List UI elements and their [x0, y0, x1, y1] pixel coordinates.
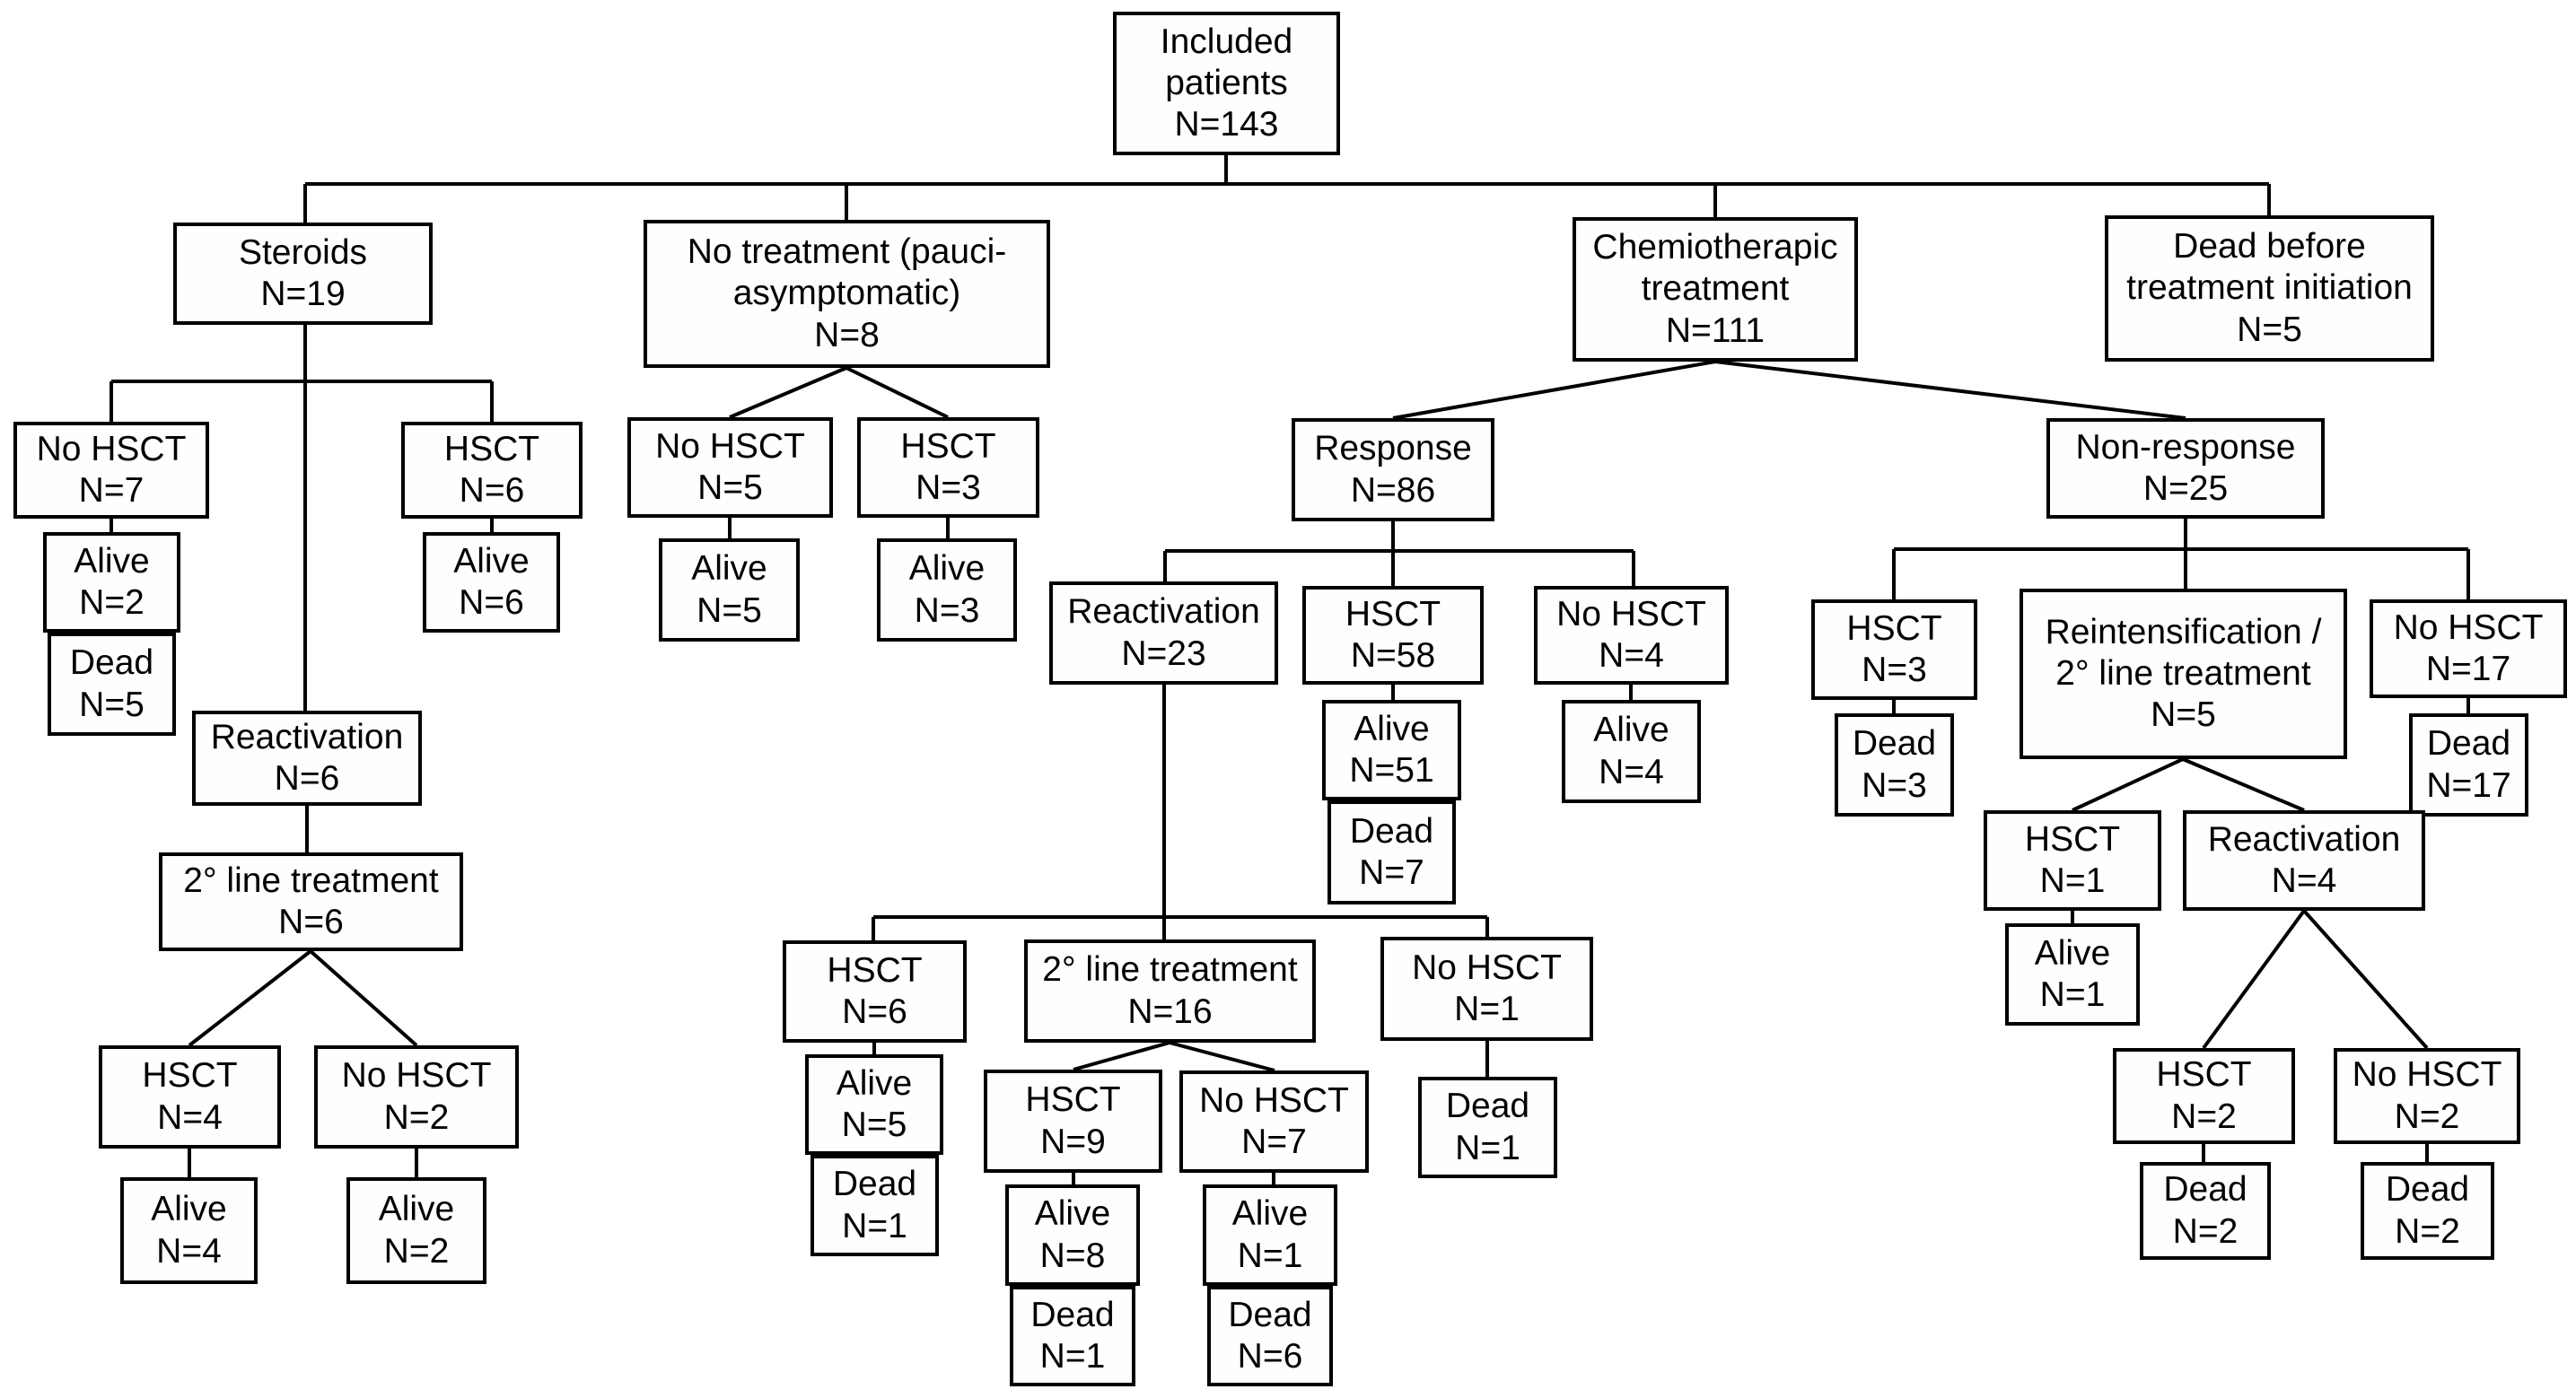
node-reactivation-2line-hsct-alive-8: Alive N=8 — [1005, 1184, 1140, 1286]
connector-line — [2182, 757, 2305, 812]
node-included-patients: Included patients N=143 — [1113, 12, 1340, 155]
node-non-response-hsct-3: HSCT N=3 — [1811, 599, 1977, 700]
connector-line — [1073, 1041, 1170, 1071]
node-reintensification-reactivation-4: Reactivation N=4 — [2183, 810, 2425, 911]
node-no-treatment-hsct-3: HSCT N=3 — [857, 417, 1039, 518]
node-reactivation-no-hsct-dead-1: Dead N=1 — [1418, 1077, 1557, 1178]
node-steroids-no-hsct-alive-2: Alive N=2 — [43, 532, 180, 633]
node-reactivation-hsct-dead-1: Dead N=1 — [810, 1155, 939, 1256]
connector-line — [1169, 1041, 1275, 1072]
node-steroids-hsct-6: HSCT N=6 — [401, 422, 583, 519]
node-steroids-no-hsct-7: No HSCT N=7 — [13, 422, 209, 519]
node-response-hsct-dead-7: Dead N=7 — [1327, 800, 1456, 904]
node-no-treatment: No treatment (pauci- asymptomatic) N=8 — [644, 220, 1050, 368]
node-non-response-25: Non-response N=25 — [2046, 418, 2325, 519]
node-steroids-2line-hsct-alive-4: Alive N=4 — [120, 1177, 258, 1284]
node-steroids-2line-hsct-4: HSCT N=4 — [99, 1045, 281, 1149]
node-steroids-2line-no-hsct-2: No HSCT N=2 — [314, 1045, 519, 1149]
node-reactivation-2line-no-hsct-7: No HSCT N=7 — [1179, 1070, 1369, 1173]
node-response-no-hsct-alive-4: Alive N=4 — [1562, 700, 1701, 803]
node-response-no-hsct-4: No HSCT N=4 — [1534, 586, 1729, 685]
node-reactivation4-no-hsct-2: No HSCT N=2 — [2334, 1048, 2520, 1144]
connector-line — [2302, 909, 2429, 1050]
node-reactivation-hsct-alive-5: Alive N=5 — [805, 1054, 943, 1155]
node-steroids-hsct-alive-6: Alive N=6 — [423, 532, 560, 633]
node-non-response-no-hsct-17: No HSCT N=17 — [2370, 599, 2567, 698]
node-reactivation-2line-no-hsct-alive-1: Alive N=1 — [1203, 1184, 1337, 1286]
node-no-treatment-no-hsct-5: No HSCT N=5 — [627, 417, 833, 518]
node-steroids-2line-treatment-6: 2° line treatment N=6 — [159, 852, 463, 951]
node-reintensification-hsct-1: HSCT N=1 — [1984, 810, 2161, 911]
node-response-86: Response N=86 — [1292, 418, 1494, 521]
node-chemiotherapic-treatment: Chemiotherapic treatment N=111 — [1573, 217, 1858, 362]
node-dead-before-treatment: Dead before treatment initiation N=5 — [2105, 215, 2434, 362]
node-steroids-no-hsct-dead-5: Dead N=5 — [48, 633, 176, 736]
node-non-response-hsct-dead-3: Dead N=3 — [1835, 713, 1954, 817]
node-reactivation4-no-hsct-dead-2: Dead N=2 — [2361, 1162, 2494, 1260]
node-reintensification-2line-5: Reintensification / 2° line treatment N=… — [2020, 589, 2347, 759]
node-reactivation-2line-hsct-9: HSCT N=9 — [984, 1070, 1162, 1173]
node-steroids-2line-no-hsct-alive-2: Alive N=2 — [346, 1177, 486, 1284]
connector-line — [1714, 360, 2186, 420]
node-reactivation-no-hsct-1: No HSCT N=1 — [1380, 937, 1593, 1041]
connector-line — [1392, 360, 1716, 420]
node-reactivation4-hsct-2: HSCT N=2 — [2113, 1048, 2295, 1144]
node-reintensification-hsct-alive-1: Alive N=1 — [2005, 923, 2140, 1026]
node-reactivation-2line-no-hsct-dead-6: Dead N=6 — [1207, 1286, 1333, 1386]
connector-line — [2072, 757, 2184, 812]
node-response-hsct-58: HSCT N=58 — [1302, 586, 1484, 685]
node-reactivation-2line-treatment-16: 2° line treatment N=16 — [1024, 939, 1316, 1043]
node-steroids: Steroids N=19 — [173, 223, 433, 325]
connector-line — [2202, 909, 2306, 1050]
node-no-treatment-hsct-alive-3: Alive N=3 — [877, 538, 1017, 642]
node-non-response-no-hsct-dead-17: Dead N=17 — [2409, 713, 2528, 817]
connector-line — [188, 949, 312, 1047]
connector-line — [309, 949, 418, 1047]
node-reactivation-hsct-6: HSCT N=6 — [783, 940, 967, 1043]
connector-line — [729, 366, 847, 419]
connector-line — [846, 366, 949, 419]
node-no-treatment-no-hsct-alive-5: Alive N=5 — [659, 538, 800, 642]
node-response-hsct-alive-51: Alive N=51 — [1322, 700, 1461, 800]
node-reactivation4-hsct-dead-2: Dead N=2 — [2140, 1162, 2271, 1260]
node-steroids-reactivation-6: Reactivation N=6 — [192, 711, 422, 806]
node-response-reactivation-23: Reactivation N=23 — [1049, 581, 1278, 685]
node-reactivation-2line-hsct-dead-1: Dead N=1 — [1010, 1286, 1135, 1386]
